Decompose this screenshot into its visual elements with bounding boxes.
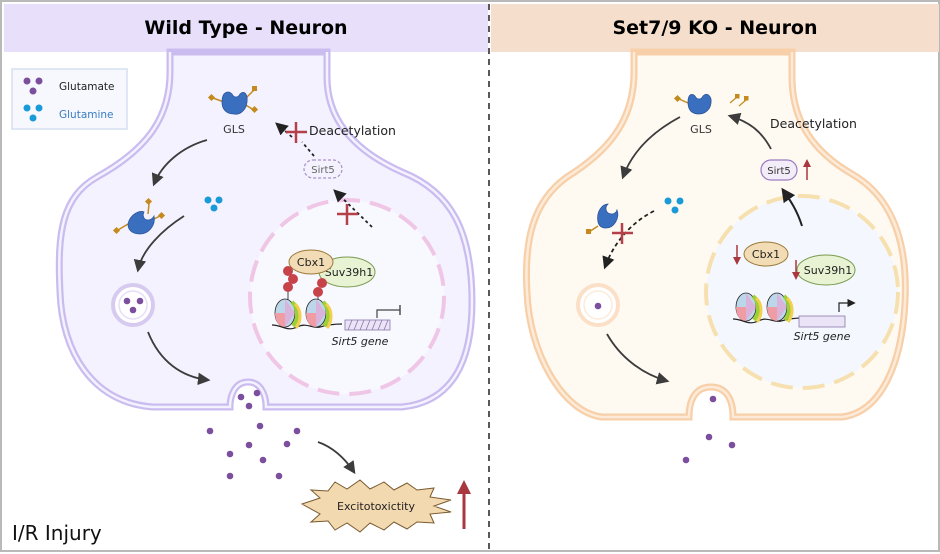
panel-set79-ko: Set7/9 KO - Neuron GLS Deacetylation Sir… [491, 4, 939, 464]
cbx1-protein-right [743, 241, 789, 267]
cbx1-protein [288, 249, 334, 275]
gls-cycle-arrow [151, 139, 208, 187]
acetyl-groups-free-icon [729, 94, 749, 107]
deacetylation-label-right: Deacetylation [770, 116, 857, 131]
excitotoxicity-arrow [317, 441, 356, 475]
gls-enzyme-icon [112, 197, 166, 235]
transcription-blocked-icon [376, 309, 400, 318]
expression-arrow-blocked [333, 189, 373, 228]
sirt5-label-left: Sirt5 [311, 165, 335, 176]
sirt5-gene-label-right: Sirt5 gene [794, 330, 851, 343]
sirt5-increase-arrow-icon [803, 159, 811, 180]
transcription-start-icon [838, 298, 856, 312]
release-arrow-right [606, 333, 670, 385]
cbx1-decrease-arrow-icon [733, 245, 741, 265]
gls-cycle-arrow-right [620, 116, 681, 180]
legend-label-glutamate: Glutamate [59, 81, 115, 93]
methyl-groups [283, 266, 327, 297]
release-arrow [147, 331, 211, 386]
condition-label: I/R Injury [12, 521, 102, 545]
suv39h1-label-left: Suv39h1 [325, 266, 373, 279]
sirt5-gene-silenced [344, 319, 391, 331]
released-glutamate-right [682, 395, 736, 464]
excitotoxicity-burst [300, 479, 452, 533]
glutamate-dot-icon [23, 77, 31, 85]
right-membrane-inner-line [525, 52, 907, 419]
left-membrane-inner-line [58, 52, 474, 409]
suv39h1-decrease-arrow-icon [792, 260, 800, 280]
inhibition-cross-icon [286, 122, 307, 143]
legend-glutamate: Glutamate [23, 77, 115, 95]
suv39h1-protein-right [796, 254, 856, 286]
inhibition-cross-icon [337, 204, 358, 225]
inhibition-cross-icon [612, 223, 633, 244]
gls-enzyme-icon-right [586, 203, 619, 234]
sirt5-gene-label-left: Sirt5 gene [332, 335, 389, 348]
left-panel-title: Wild Type - Neuron [144, 17, 347, 39]
gls-label: GLS [223, 123, 245, 136]
nucleosome-icon-right [732, 292, 803, 324]
gls-enzyme-deacetylated-icon [673, 94, 712, 115]
glutamate-to-vesicle-arrow [133, 215, 185, 273]
legend-glutamine: Glutamine [23, 104, 114, 122]
glutamine-dot-icon [23, 104, 31, 112]
released-glutamate-left [206, 389, 301, 480]
panel-wild-type: Wild Type - Neuron Glutamate Glutamine [4, 4, 488, 545]
deacetylation-arrow [727, 112, 772, 150]
sirt5-gene-active [798, 315, 846, 328]
gls-enzyme-acetylated-icon [207, 86, 259, 115]
cbx1-label-right: Cbx1 [752, 248, 780, 261]
synaptic-vesicle-left [111, 283, 155, 327]
right-header-bar [491, 4, 939, 52]
nucleosome-icon [271, 298, 343, 330]
glutamine-molecules-right [664, 197, 684, 214]
legend: Glutamate Glutamine [11, 68, 128, 130]
sirt5-badge [760, 159, 798, 181]
deacetylation-label-left: Deacetylation [309, 123, 396, 138]
legend-label-glutamine: Glutamine [59, 109, 114, 121]
synaptic-vesicle-right [576, 283, 620, 327]
excitotoxicity-label: Excitotoxictity [337, 500, 415, 513]
sirt5-expression-arrow [781, 187, 803, 227]
cbx1-label-left: Cbx1 [297, 256, 325, 269]
left-nucleus [248, 198, 446, 396]
gls-label-right: GLS [690, 123, 712, 136]
suv39h1-label-right: Suv39h1 [804, 264, 852, 277]
glutamine-molecules [204, 196, 223, 212]
sirt5-label-right: Sirt5 [767, 166, 791, 177]
left-header-bar [4, 4, 488, 52]
right-panel-title: Set7/9 KO - Neuron [612, 17, 817, 39]
sirt5-low-badge [303, 159, 343, 179]
increase-arrow-icon [457, 480, 471, 529]
